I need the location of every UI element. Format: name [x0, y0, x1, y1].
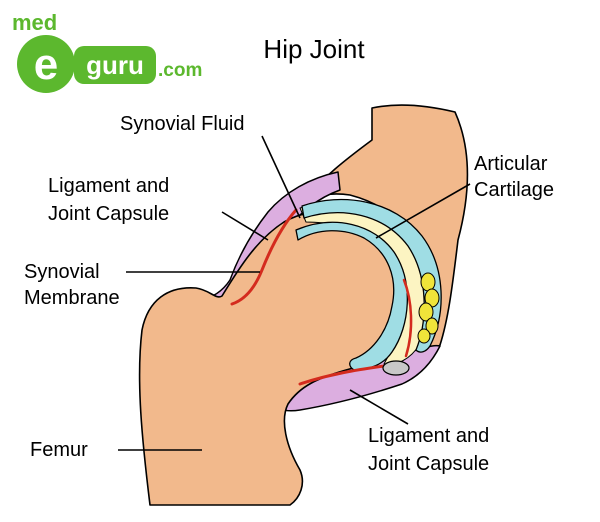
logo-guru-text: guru — [86, 50, 144, 80]
femoral-head-cartilage — [295, 221, 408, 371]
synovial-membrane-upper — [230, 208, 298, 306]
synovial-membrane-right — [402, 278, 413, 358]
logo-circle — [17, 35, 75, 93]
synovial-membrane-lower — [298, 364, 386, 386]
logo-guru-badge — [74, 46, 156, 84]
leader-ligament-top — [221, 211, 269, 241]
diagram-title: Hip Joint — [263, 34, 365, 64]
label-femur: Femur — [30, 439, 88, 461]
label-synovial-fluid: Synovial Fluid — [120, 113, 245, 135]
label-ligament-top-line2: Joint Capsule — [48, 203, 169, 225]
logo-med-text: med — [12, 10, 57, 35]
logo-e-letter: e — [34, 40, 58, 89]
leader-synovial-fluid — [261, 135, 301, 219]
medeguru-logo: med e guru .com — [12, 10, 202, 93]
label-synovial-membrane-line1: Synovial — [24, 261, 100, 283]
labrum-nodule — [382, 360, 410, 376]
label-articular-cartilage-line1: Articular — [474, 153, 548, 175]
hip-anatomy — [138, 104, 469, 506]
label-ligament-bottom-line2: Joint Capsule — [368, 453, 489, 475]
leader-ligament-bottom — [349, 389, 409, 425]
labels: Synovial Fluid Ligament and Joint Capsul… — [24, 113, 554, 475]
leader-articular-cartilage — [375, 183, 471, 239]
label-ligament-top-line1: Ligament and — [48, 175, 169, 197]
label-ligament-bottom-line1: Ligament and — [368, 425, 489, 447]
label-articular-cartilage-line2: Cartilage — [474, 179, 554, 201]
fat-pad — [417, 272, 440, 344]
label-synovial-membrane-line2: Membrane — [24, 287, 120, 309]
leader-lines — [118, 135, 471, 451]
logo-com-text: .com — [158, 60, 202, 81]
